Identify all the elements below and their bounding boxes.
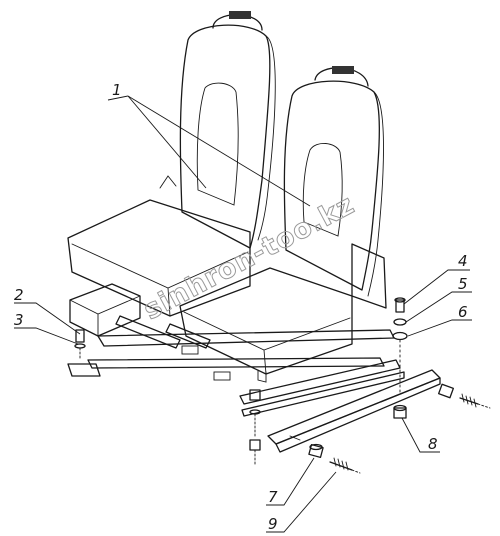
front-rail — [239, 359, 401, 405]
bolt-right — [438, 383, 491, 409]
callout-labels: 1 2 3 4 5 6 7 8 9 — [14, 81, 468, 533]
left-seat-cushion — [67, 199, 251, 317]
washer-6 — [392, 331, 408, 341]
washer-5 — [393, 318, 407, 326]
right-side-panel — [351, 243, 387, 309]
slide-rail-top — [267, 369, 441, 445]
left-backrest-panel — [196, 82, 239, 206]
left-backrest — [179, 24, 271, 249]
fasteners — [74, 297, 491, 474]
left-mount-foot — [67, 363, 101, 377]
nut-7 — [308, 443, 324, 459]
nut-8 — [393, 404, 407, 419]
watermark: sinhron-too.kz — [139, 189, 360, 326]
callout-4: 4 — [458, 252, 468, 270]
leader-lines — [14, 95, 472, 533]
callout-9: 9 — [268, 515, 278, 533]
seat-frame — [67, 283, 405, 417]
left-riser — [69, 283, 141, 337]
bolt-left — [74, 329, 86, 361]
callout-2: 2 — [14, 286, 24, 304]
right-seat-cushion — [179, 267, 353, 375]
bolt-center — [249, 389, 261, 467]
callout-7: 7 — [268, 488, 278, 506]
right-backrest-panel — [302, 143, 343, 237]
left-seat — [67, 11, 276, 317]
callout-8: 8 — [428, 435, 438, 453]
rear-rail — [97, 329, 395, 347]
right-seat — [179, 66, 387, 383]
right-backrest — [283, 80, 380, 291]
callout-6: 6 — [458, 303, 468, 321]
left-handle-grip — [229, 11, 251, 19]
right-handle-grip — [332, 66, 354, 74]
bolt-4 — [394, 297, 406, 313]
cross-member-2 — [115, 315, 181, 349]
callout-3: 3 — [14, 311, 24, 329]
slide-rail — [267, 369, 441, 453]
callout-1: 1 — [112, 81, 122, 99]
cross-member-1 — [87, 357, 385, 369]
stud-9 — [329, 457, 361, 474]
callout-5: 5 — [458, 275, 468, 293]
